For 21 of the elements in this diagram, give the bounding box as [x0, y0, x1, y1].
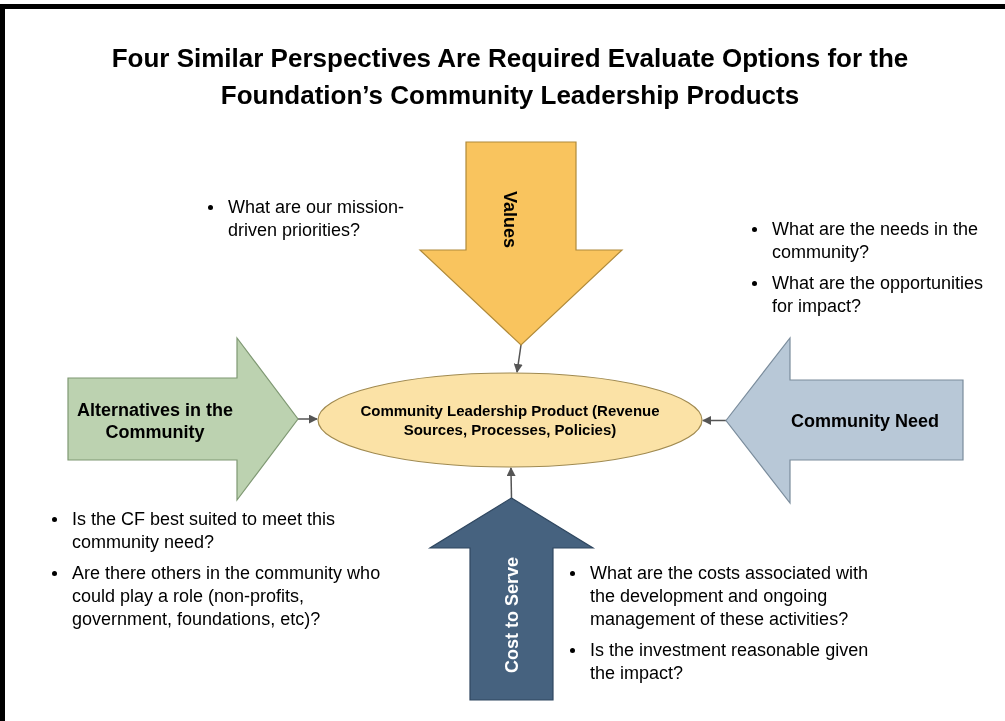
node-label: Community Leadership Product (Revenue Sources, Processes, Policies) — [359, 401, 661, 439]
arrow — [506, 467, 516, 499]
node-label: Cost to Serve — [501, 557, 523, 674]
bullet-text: Are there others in the community who could play a role (non-profits, government, foundations, etc)? — [72, 562, 382, 631]
arrow — [297, 414, 318, 424]
block-arrow — [726, 338, 963, 503]
node-label: Alternatives in the Community — [75, 399, 234, 443]
title: Four Similar Perspectives Are Required Evaluate Options for the Foundation’s Community Leadership Products — [110, 42, 910, 112]
bullet-text: What are the opportunities for impact? — [772, 272, 985, 318]
block-arrow — [420, 142, 622, 345]
bullet-text: What are our mission-driven priorities? — [228, 196, 406, 242]
ellipse-node — [317, 372, 703, 468]
bullet-text: What are the needs in the community? — [772, 218, 980, 264]
arrow — [702, 415, 727, 425]
arrow — [513, 344, 523, 373]
bullet-text: What are the costs associated with the development and ongoing management of these activities? — [590, 562, 870, 631]
block-arrow — [68, 338, 298, 500]
node-label: Community Need — [791, 410, 939, 432]
node-label: Values — [499, 191, 521, 249]
bullet-text: Is the investment reasonable given the impact? — [590, 639, 870, 685]
bullet-text: Is the CF best suited to meet this community need? — [72, 508, 337, 554]
